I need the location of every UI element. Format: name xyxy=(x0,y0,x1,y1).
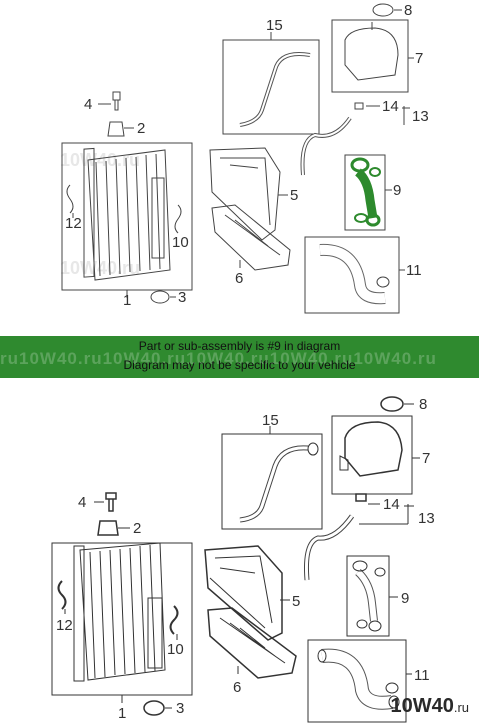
callout-7: 7 xyxy=(415,50,423,67)
hose-15-box xyxy=(221,433,323,530)
fan-shroud-5-part xyxy=(204,545,283,641)
callout-1: 1 xyxy=(118,705,126,722)
callout-2: 2 xyxy=(133,520,141,537)
logo-brand: 10W40 xyxy=(390,695,454,717)
callout-14: 14 xyxy=(383,496,400,513)
hose-11-part xyxy=(317,648,400,710)
callout-13: 13 xyxy=(412,108,429,125)
callout-8: 8 xyxy=(419,396,427,413)
bolt-4-part xyxy=(105,492,117,512)
bracket-2-part xyxy=(97,520,119,536)
hose-11-box xyxy=(307,639,407,723)
info-banner: ru10W40.ru10W40.ru10W40.ru10W40.ru10W40.… xyxy=(0,336,479,378)
callout-3: 3 xyxy=(176,700,184,717)
callout-12: 12 xyxy=(56,617,73,634)
clip-10-part xyxy=(174,204,182,234)
logo-domain: .ru xyxy=(453,700,469,715)
highlighted-diagram: 10W40.ru 10W40.ru xyxy=(0,0,479,336)
callout-11: 11 xyxy=(406,262,422,279)
hose-9-part xyxy=(352,560,386,632)
callout-11: 11 xyxy=(414,667,430,684)
callout-6: 6 xyxy=(235,270,243,287)
clamp-14-part xyxy=(355,493,367,502)
callout-13: 13 xyxy=(418,510,435,527)
diagram-bottom-svg: 15 8 7 14 13 4 2 5 9 12 10 6 11 1 3 xyxy=(51,396,435,723)
callout-6: 6 xyxy=(233,679,241,696)
clip-12-part xyxy=(66,184,74,214)
banner-watermark: ru10W40.ru10W40.ru10W40.ru10W40.ru10W40.… xyxy=(0,349,437,368)
callout-9: 9 xyxy=(393,182,401,199)
hose-11-part xyxy=(319,243,390,305)
radiator-box xyxy=(51,542,193,696)
diagram-top-svg: 15 8 7 14 13 4 2 5 9 12 10 6 11 1 3 xyxy=(61,2,429,314)
coolant-reservoir-7-part xyxy=(331,415,413,495)
callout-12: 12 xyxy=(65,215,82,232)
coolant-reservoir-7-part xyxy=(331,19,409,93)
grommet-3-part xyxy=(150,290,170,304)
deflector-6-part xyxy=(207,607,297,679)
hose-9-box xyxy=(346,555,390,637)
radiator-part xyxy=(83,147,171,281)
radiator-part xyxy=(73,542,166,682)
deflector-6-part xyxy=(211,204,291,271)
callout-9: 9 xyxy=(401,590,409,607)
callout-2: 2 xyxy=(137,120,145,137)
banner-line-1: Part or sub-assembly is #9 in diagram xyxy=(138,339,341,353)
hose-15-part xyxy=(239,445,309,523)
cap-8-part xyxy=(372,3,394,17)
hose-15-part xyxy=(239,52,311,127)
cap-8-part xyxy=(380,396,404,412)
hose-11-box xyxy=(304,236,400,314)
bolt-4-part xyxy=(98,91,121,111)
bracket-2-part xyxy=(107,121,125,137)
callout-10: 10 xyxy=(172,234,189,251)
callout-1: 1 xyxy=(123,292,131,309)
callout-15: 15 xyxy=(266,17,283,34)
callout-5: 5 xyxy=(290,187,298,204)
callout-8: 8 xyxy=(404,2,412,19)
banner-line-2: Diagram may not be specific to your vehi… xyxy=(123,358,356,372)
callout-3: 3 xyxy=(178,289,186,306)
clamp-14-part xyxy=(354,102,364,110)
ghost-watermark: 10W40.ru xyxy=(60,150,141,170)
callout-15: 15 xyxy=(262,412,279,429)
callout-5: 5 xyxy=(292,593,300,610)
grommet-3-part xyxy=(143,700,165,716)
clip-10-part xyxy=(169,605,179,635)
site-logo: 10W40.ru xyxy=(390,695,469,718)
clip-12-part xyxy=(57,580,67,610)
fan-shroud-5-part xyxy=(209,147,281,241)
callout-10: 10 xyxy=(167,641,184,658)
callout-4: 4 xyxy=(84,96,92,113)
callout-7: 7 xyxy=(422,450,430,467)
hose-9-box xyxy=(344,154,386,231)
hose-9-highlighted-part xyxy=(350,157,381,227)
callout-14: 14 xyxy=(382,98,399,115)
callout-4: 4 xyxy=(78,494,86,511)
plain-diagram: 15 8 7 14 13 4 2 5 9 12 10 6 11 1 3 10W4… xyxy=(0,378,479,724)
